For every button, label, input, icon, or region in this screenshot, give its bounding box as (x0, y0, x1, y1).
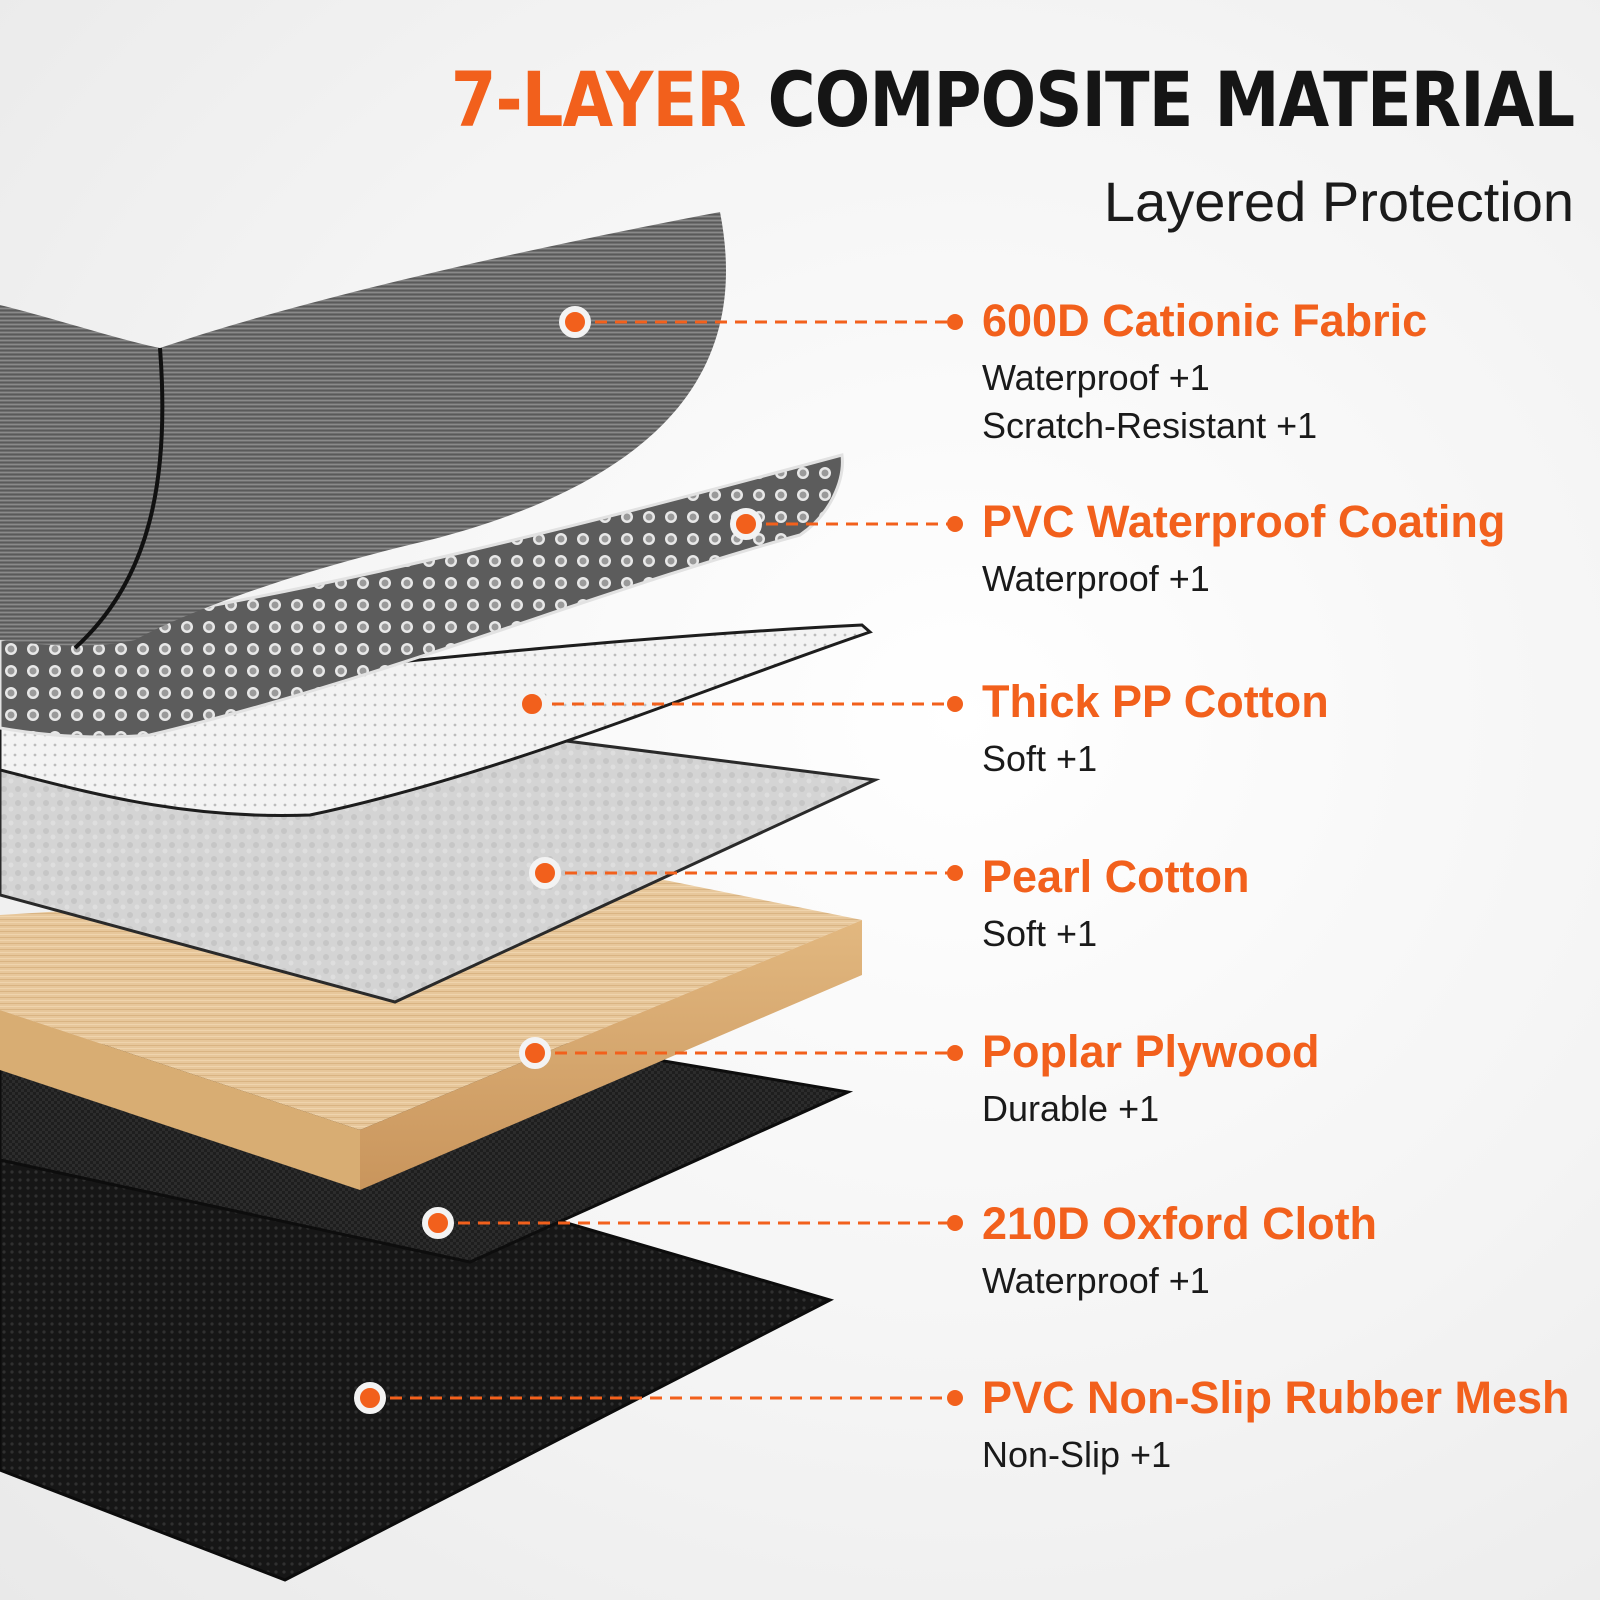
layer-label-4: Pearl Cotton Soft +1 (982, 852, 1592, 958)
title-accent: 7-LAYER (450, 55, 747, 144)
layer-name: PVC Non-Slip Rubber Mesh (982, 1372, 1570, 1423)
layer-feature: Durable +1 (982, 1087, 1160, 1129)
layer-pvc-coating-shape (0, 453, 844, 739)
layer-feature: Soft +1 (982, 912, 1098, 954)
label-dot-3 (947, 696, 963, 712)
layer-plywood-side (0, 1010, 360, 1190)
layer-label-5: Poplar Plywood Durable +1 (982, 1027, 1592, 1133)
marker-dot-4 (529, 857, 561, 889)
layer-cationic-fabric-shape (0, 212, 727, 646)
layer-feature: Soft +1 (982, 737, 1098, 779)
layer-name: 210D Oxford Cloth (982, 1198, 1378, 1249)
layer-feature: Waterproof +1 (982, 557, 1210, 599)
layer-cationic-fabric-edge (73, 347, 165, 650)
title-main: COMPOSITE MATERIAL (767, 55, 1574, 144)
marker-dot-2 (730, 508, 762, 540)
marker-dot-5 (519, 1037, 551, 1069)
layer-label-7: PVC Non-Slip Rubber Mesh Non-Slip +1 (982, 1373, 1592, 1479)
marker-dot-1 (559, 306, 591, 338)
layer-feature: Non-Slip +1 (982, 1433, 1172, 1475)
marker-dot-6 (422, 1207, 454, 1239)
layer-label-3: Thick PP Cotton Soft +1 (982, 677, 1592, 783)
layer-name: Poplar Plywood (982, 1026, 1320, 1077)
marker-dot-7 (354, 1382, 386, 1414)
layer-label-1: 600D Cationic Fabric Waterproof +1 Scrat… (982, 296, 1592, 451)
layer-name: PVC Waterproof Coating (982, 496, 1506, 547)
layer-name: 600D Cationic Fabric (982, 295, 1428, 346)
layer-feature: Waterproof +1 (982, 356, 1210, 398)
layer-name: Thick PP Cotton (982, 676, 1329, 727)
label-dot-7 (947, 1390, 963, 1406)
label-dot-5 (947, 1045, 963, 1061)
label-dot-2 (947, 516, 963, 532)
layer-feature: Waterproof +1 (982, 1259, 1210, 1301)
label-dot-1 (947, 314, 963, 330)
layer-plywood-edge (360, 920, 862, 1190)
layer-label-6: 210D Oxford Cloth Waterproof +1 (982, 1199, 1592, 1305)
marker-dot-3 (516, 688, 548, 720)
page-subtitle: Layered Protection (1103, 170, 1574, 233)
label-dot-6 (947, 1215, 963, 1231)
page-title: 7-LAYER COMPOSITE MATERIAL (451, 62, 1575, 138)
label-dot-4 (947, 865, 963, 881)
layer-name: Pearl Cotton (982, 851, 1250, 902)
layer-feature: Scratch-Resistant +1 (982, 405, 1318, 447)
layer-label-2: PVC Waterproof Coating Waterproof +1 (982, 497, 1592, 603)
